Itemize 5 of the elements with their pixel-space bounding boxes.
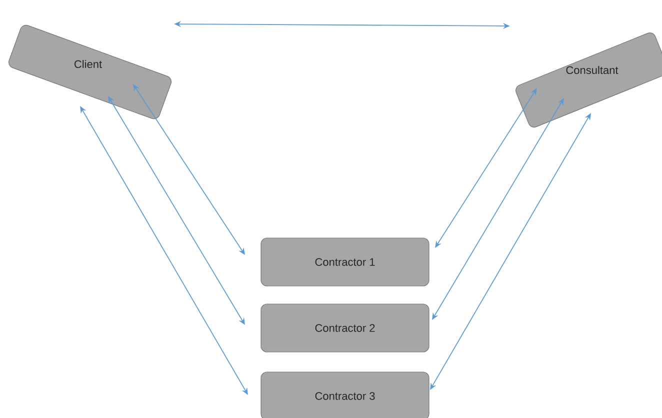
rounded-box: Contractor 1 (260, 238, 430, 286)
rounded-box: Contractor 2 (260, 304, 430, 352)
rounded-box: Consultant (516, 32, 662, 128)
rounded-box: Client (8, 24, 172, 120)
rounded-box: Contractor 3 (260, 372, 430, 418)
